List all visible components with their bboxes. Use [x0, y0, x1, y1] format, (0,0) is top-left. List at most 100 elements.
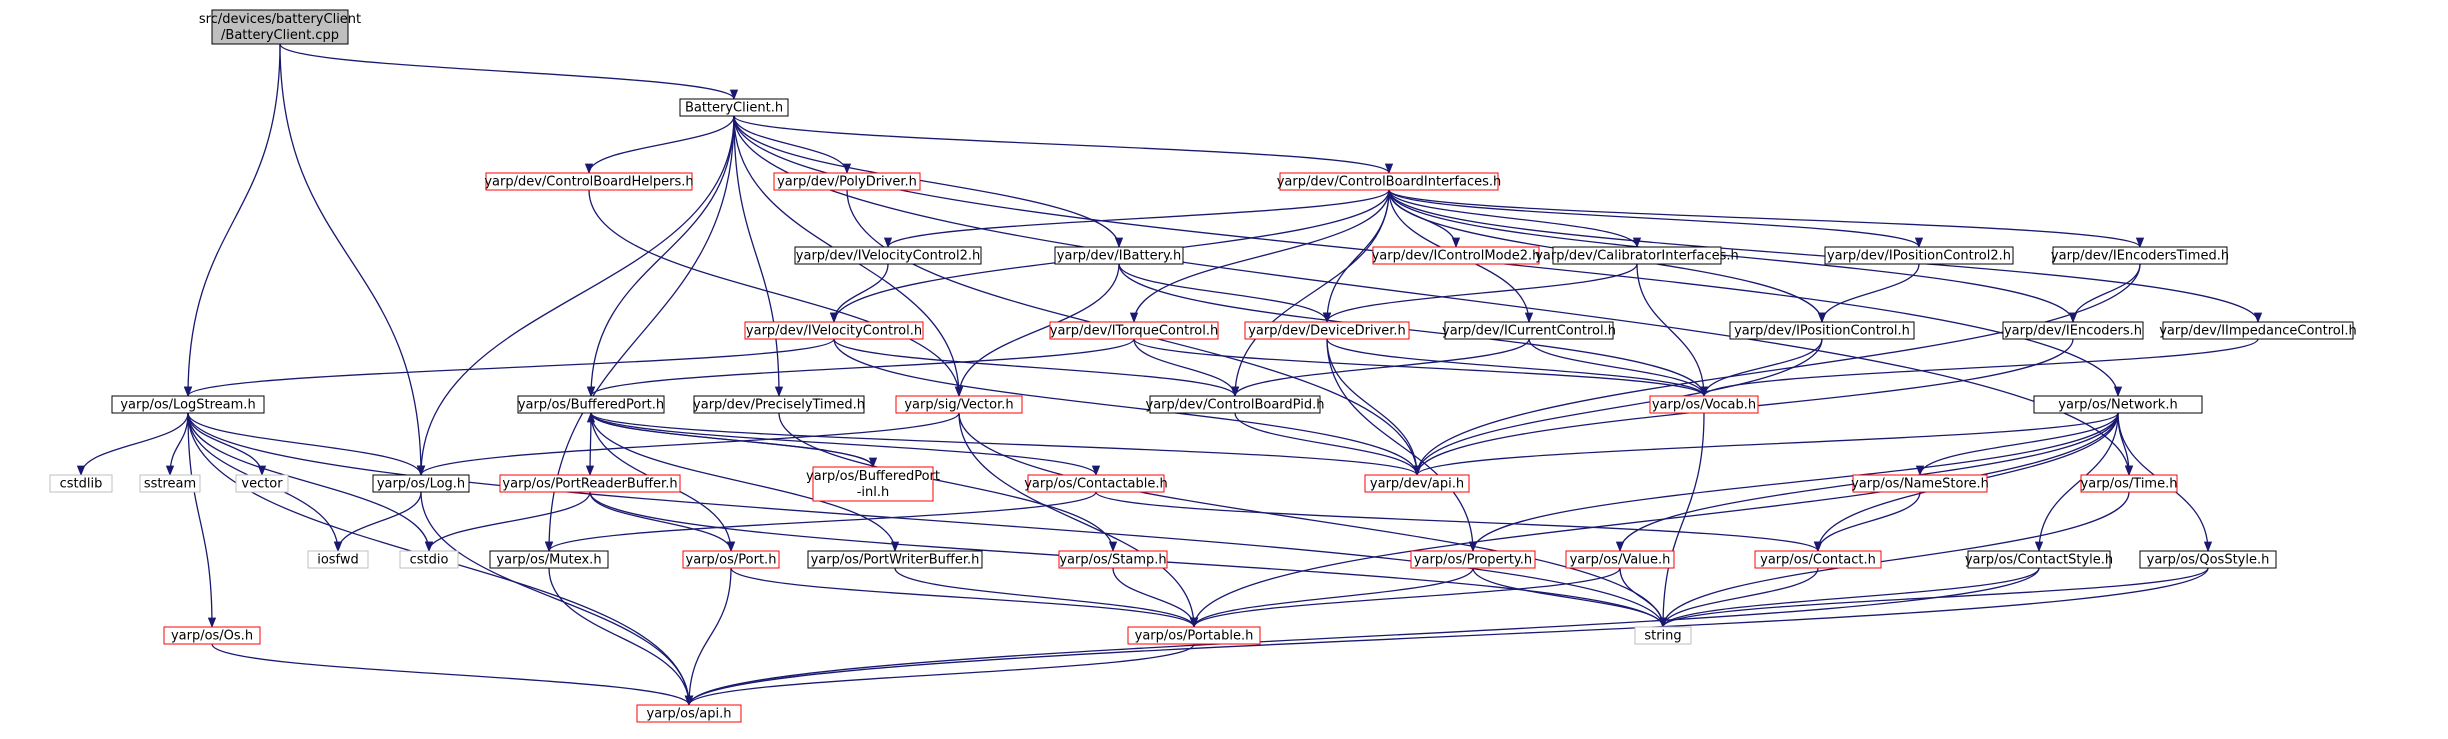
edge-cpp-to-ls: [183, 43, 281, 398]
node-dd-box: [1244, 321, 1410, 340]
node-osapi[interactable]: yarp/os/api.h: [636, 704, 742, 723]
edge-cpp-to-log: [279, 43, 426, 477]
node-bp-label: yarp/os/BufferedPort.h: [518, 398, 664, 413]
node-port[interactable]: yarp/os/Port.h: [682, 550, 780, 569]
edges-layer: [76, 43, 2263, 707]
node-port-box: [682, 550, 780, 569]
node-ipc[interactable]: yarp/dev/IPositionControl.h: [1729, 321, 1915, 340]
edge-dd-to-devapi: [1326, 338, 1422, 477]
node-qos[interactable]: yarp/os/QosStyle.h: [2139, 550, 2277, 569]
node-bc[interactable]: BatteryClient.h: [679, 98, 789, 117]
edge-ns-to-contact: [1813, 491, 1921, 553]
node-vocab-box: [1649, 395, 1759, 414]
node-log[interactable]: yarp/os/Log.h: [372, 474, 470, 493]
node-cstdio: cstdio: [399, 550, 459, 569]
node-icc[interactable]: yarp/dev/ICurrentControl.h: [1442, 321, 1616, 340]
edge-ls-to-string: [187, 412, 1668, 629]
edge-icc-to-vocab: [1528, 338, 1709, 398]
node-dd[interactable]: yarp/dev/DeviceDriver.h: [1244, 321, 1410, 340]
node-value[interactable]: yarp/os/Value.h: [1565, 550, 1675, 569]
node-cbh[interactable]: yarp/dev/ControlBoardHelpers.h: [484, 172, 694, 191]
node-pd-label: yarp/dev/PolyDriver.h: [777, 175, 917, 190]
node-log-label: yarp/os/Log.h: [377, 477, 465, 492]
node-iimp-label: yarp/dev/IImpedanceControl.h: [2159, 324, 2357, 339]
node-cstyle[interactable]: yarp/os/ContactStyle.h: [1965, 550, 2113, 569]
edge-bc-to-pt: [733, 115, 784, 398]
node-mutex-label: yarp/os/Mutex.h: [496, 553, 601, 568]
node-vec[interactable]: yarp/sig/Vector.h: [895, 395, 1023, 414]
edge-cbi-to-itc: [1129, 189, 1390, 324]
edge-pwb-to-portable: [894, 567, 1199, 629]
node-pwb[interactable]: yarp/os/PortWriterBuffer.h: [807, 550, 983, 569]
node-iet[interactable]: yarp/dev/IEncodersTimed.h: [2051, 246, 2229, 265]
edge-cbi-to-cbp: [1230, 189, 1390, 398]
edge-ib-to-vec: [954, 263, 1120, 398]
node-portable[interactable]: yarp/os/Portable.h: [1127, 626, 1261, 645]
node-iimp[interactable]: yarp/dev/IImpedanceControl.h: [2159, 321, 2357, 340]
node-stamp[interactable]: yarp/os/Stamp.h: [1058, 550, 1168, 569]
node-pd[interactable]: yarp/dev/PolyDriver.h: [773, 172, 921, 191]
edge-vec-to-string: [958, 412, 1668, 629]
node-time[interactable]: yarp/os/Time.h: [2080, 474, 2178, 493]
edge-calib-to-dd: [1322, 263, 1638, 324]
edge-vec-to-portable: [958, 412, 1199, 629]
node-contactable[interactable]: yarp/os/Contactable.h: [1024, 474, 1168, 493]
node-cpp[interactable]: src/devices/batteryClient/BatteryClient.…: [199, 9, 361, 45]
edge-ivc2-to-ivc: [829, 263, 889, 324]
node-ib[interactable]: yarp/dev/IBattery.h: [1054, 246, 1184, 265]
edge-itc-to-bp: [587, 338, 1135, 398]
node-ienc[interactable]: yarp/dev/IEncoders.h: [2002, 321, 2144, 340]
node-bpinl-box: [812, 466, 934, 502]
node-ivc2-label: yarp/dev/IVelocityControl2.h: [796, 249, 980, 264]
node-prb[interactable]: yarp/os/PortReaderBuffer.h: [499, 474, 681, 493]
node-cstdlib-label: cstdlib: [60, 477, 103, 492]
node-os[interactable]: yarp/os/Os.h: [163, 626, 261, 645]
node-ivc2[interactable]: yarp/dev/IVelocityControl2.h: [794, 246, 982, 265]
node-stamp-label: yarp/os/Stamp.h: [1059, 553, 1166, 568]
edge-ls-to-os: [187, 412, 217, 629]
edge-bc-to-log: [416, 115, 735, 477]
node-bpinl[interactable]: yarp/os/BufferedPort-inl.h: [806, 466, 940, 502]
nodes-layer: src/devices/batteryClient/BatteryClient.…: [49, 9, 2357, 723]
node-bp[interactable]: yarp/os/BufferedPort.h: [517, 395, 665, 414]
node-ipc2-box: [1824, 246, 2014, 265]
node-net[interactable]: yarp/os/Network.h: [2033, 395, 2203, 414]
node-icm2-label: yarp/dev/IControlMode2.h: [1372, 249, 1541, 264]
edge-cstyle-to-osapi: [685, 567, 2040, 707]
node-ls[interactable]: yarp/os/LogStream.h: [111, 395, 265, 414]
edge-bc-to-cbi: [733, 115, 1393, 175]
edge-qos-to-string: [1659, 567, 2209, 629]
edge-ib-to-dd: [1118, 263, 1332, 324]
node-ns-box: [1852, 474, 1988, 493]
node-pt[interactable]: yarp/dev/PreciselyTimed.h: [693, 395, 865, 414]
node-ipc2[interactable]: yarp/dev/IPositionControl2.h: [1824, 246, 2014, 265]
node-qos-box: [2139, 550, 2277, 569]
edge-bp-to-pwb: [590, 412, 900, 553]
node-ns[interactable]: yarp/os/NameStore.h: [1851, 474, 1989, 493]
node-mutex[interactable]: yarp/os/Mutex.h: [489, 550, 609, 569]
node-ivc[interactable]: yarp/dev/IVelocityControl.h: [744, 321, 924, 340]
node-cbh-box: [485, 172, 693, 191]
node-ib-box: [1054, 246, 1184, 265]
node-log-box: [372, 474, 470, 493]
edge-iet-to-ienc: [2068, 263, 2141, 324]
node-prop[interactable]: yarp/os/Property.h: [1410, 550, 1536, 569]
node-itc[interactable]: yarp/dev/ITorqueControl.h: [1049, 321, 1219, 340]
node-calib[interactable]: yarp/dev/CalibratorInterfaces.h: [1535, 246, 1739, 265]
node-bp-box: [517, 395, 665, 414]
node-devapi[interactable]: yarp/dev/api.h: [1364, 474, 1470, 493]
node-bpinl-label: -inl.h: [857, 485, 890, 500]
node-vector-label: vector: [241, 477, 283, 492]
node-icm2[interactable]: yarp/dev/IControlMode2.h: [1372, 246, 1541, 265]
node-string-label: string: [1644, 629, 1681, 644]
node-ib-label: yarp/dev/IBattery.h: [1057, 249, 1181, 264]
node-vocab[interactable]: yarp/os/Vocab.h: [1649, 395, 1759, 414]
node-cbi[interactable]: yarp/dev/ControlBoardInterfaces.h: [1277, 172, 1502, 191]
edge-value-to-portable: [1189, 567, 1621, 629]
node-ns-label: yarp/os/NameStore.h: [1851, 477, 1989, 492]
node-cbp[interactable]: yarp/dev/ControlBoardPid.h: [1146, 395, 1325, 414]
node-contact[interactable]: yarp/os/Contact.h: [1754, 550, 1882, 569]
node-itc-label: yarp/dev/ITorqueControl.h: [1050, 324, 1218, 339]
node-mutex-box: [489, 550, 609, 569]
node-icc-box: [1444, 321, 1614, 340]
